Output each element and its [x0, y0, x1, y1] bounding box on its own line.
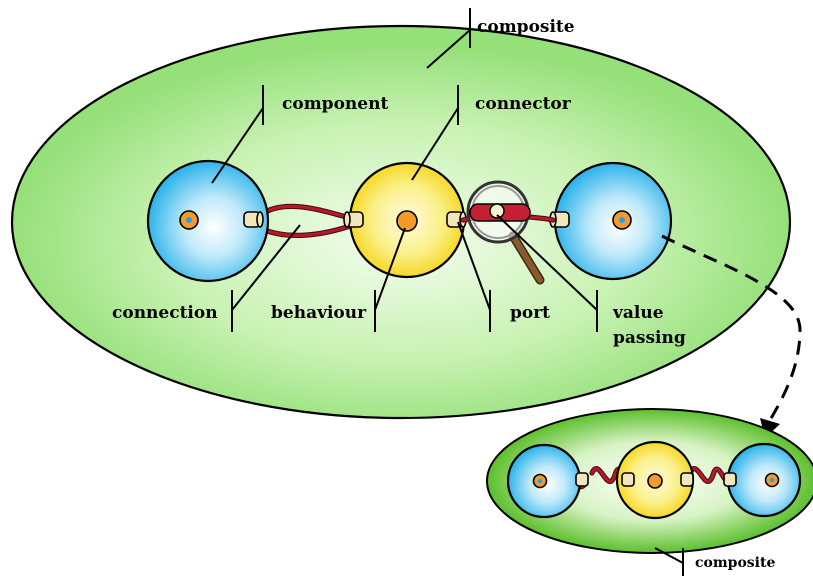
- label-connection: connection: [112, 303, 218, 323]
- label-connector: connector: [475, 94, 572, 114]
- label-behaviour: behaviour: [271, 303, 367, 323]
- composite-small-contents: [506, 440, 802, 520]
- leader-lines: [211, 8, 598, 332]
- label-value-passing-2: passing: [613, 328, 686, 348]
- component-right: [553, 161, 673, 281]
- component-left: [146, 159, 270, 283]
- label-component: component: [282, 94, 388, 114]
- behaviour-core: [396, 210, 418, 232]
- label-port: port: [510, 303, 550, 323]
- magnifier-icon: [466, 180, 545, 285]
- label-value-passing-1: value: [612, 303, 664, 323]
- ports: [243, 211, 570, 228]
- label-composite-top: composite: [477, 17, 575, 37]
- label-composite-bottom: composite: [695, 555, 775, 571]
